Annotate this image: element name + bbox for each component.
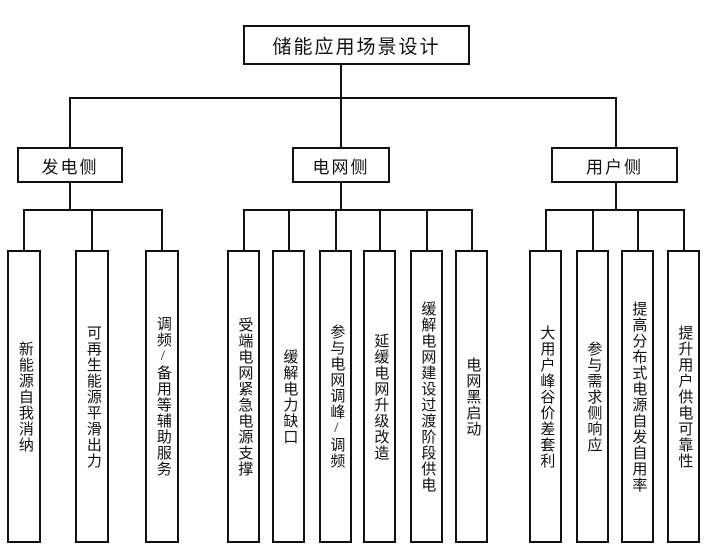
leaf-node-user-2-label: 参与需求侧响应: [585, 340, 602, 453]
leaf-node-grid-2-label: 缓解电力缺口: [281, 348, 298, 445]
connector-branch2-leaf-5: [426, 209, 428, 251]
leaf-node-generation-2-label: 可再生能源平滑出力: [84, 324, 101, 469]
connector-branch2-stem: [340, 183, 342, 211]
leaf-node-generation-1-label: 新能源自我消纳: [16, 340, 33, 453]
connector-root-to-branch-2: [340, 97, 342, 147]
leaf-node-user-2[interactable]: 参与需求侧响应: [576, 250, 609, 543]
root-node[interactable]: 储能应用场景设计: [243, 25, 470, 65]
leaf-node-generation-3[interactable]: 调频/备用等辅助服务: [145, 250, 179, 543]
connector-branch2-leaf-4: [379, 209, 381, 251]
leaf-node-user-3[interactable]: 提高分布式电源自发自用率: [621, 250, 654, 543]
leaf-node-grid-3-label: 参与电网调峰/调频: [328, 324, 345, 469]
connector-root-stem: [340, 65, 342, 99]
connector-branch2-leaf-6: [471, 209, 473, 251]
connector-root-to-branch-3: [615, 97, 617, 147]
branch-node-generation[interactable]: 发电侧: [17, 147, 123, 183]
branch-node-user-label: 用户侧: [586, 157, 643, 177]
branch-node-user[interactable]: 用户侧: [551, 147, 678, 183]
connector-root-to-branch-1: [69, 97, 71, 147]
leaf-node-grid-4[interactable]: 延缓电网升级改造: [363, 250, 396, 543]
connector-branch1-stem: [69, 183, 71, 211]
leaf-node-generation-3-label: 调频/备用等辅助服务: [154, 316, 171, 477]
connector-branch2-bus: [243, 209, 473, 211]
leaf-node-user-3-label: 提高分布式电源自发自用率: [630, 300, 647, 493]
connector-branch2-leaf-2: [288, 209, 290, 251]
connector-branch1-leaf-1: [23, 209, 25, 251]
leaf-node-user-4[interactable]: 提升用户供电可靠性: [667, 250, 700, 543]
leaf-node-grid-3[interactable]: 参与电网调峰/调频: [319, 250, 352, 543]
connector-root-bus: [69, 97, 617, 99]
connector-branch2-leaf-1: [243, 209, 245, 251]
connector-branch3-bus: [545, 209, 685, 211]
leaf-node-grid-2[interactable]: 缓解电力缺口: [272, 250, 305, 543]
leaf-node-user-1[interactable]: 大用户峰谷价差套利: [529, 250, 562, 543]
branch-node-grid-label: 电网侧: [312, 157, 370, 177]
leaf-node-grid-1[interactable]: 受端电网紧急电源支撑: [227, 250, 260, 543]
leaf-node-grid-5[interactable]: 缓解电网建设过渡阶段供电: [410, 250, 443, 543]
leaf-node-grid-6-label: 电网黑启动: [464, 356, 481, 437]
connector-branch3-stem: [615, 183, 617, 211]
leaf-node-generation-1[interactable]: 新能源自我消纳: [7, 250, 41, 543]
connector-branch3-leaf-3: [637, 209, 639, 251]
leaf-node-generation-2[interactable]: 可再生能源平滑出力: [75, 250, 109, 543]
leaf-node-grid-5-label: 缓解电网建设过渡阶段供电: [419, 300, 436, 493]
branch-node-grid[interactable]: 电网侧: [292, 147, 390, 183]
root-node-label: 储能应用场景设计: [272, 36, 441, 58]
connector-branch1-leaf-2: [91, 209, 93, 251]
connector-branch3-leaf-2: [592, 209, 594, 251]
connector-branch2-leaf-3: [335, 209, 337, 251]
leaf-node-user-1-label: 大用户峰谷价差套利: [538, 324, 555, 469]
connector-branch3-leaf-1: [545, 209, 547, 251]
connector-branch1-bus: [23, 209, 163, 211]
leaf-node-grid-4-label: 延缓电网升级改造: [372, 332, 389, 461]
branch-node-generation-label: 发电侧: [41, 157, 99, 177]
leaf-node-user-4-label: 提升用户供电可靠性: [676, 324, 693, 469]
leaf-node-grid-6[interactable]: 电网黑启动: [455, 250, 488, 543]
connector-branch1-leaf-3: [161, 209, 163, 251]
connector-branch3-leaf-4: [683, 209, 685, 251]
leaf-node-grid-1-label: 受端电网紧急电源支撑: [236, 316, 253, 477]
